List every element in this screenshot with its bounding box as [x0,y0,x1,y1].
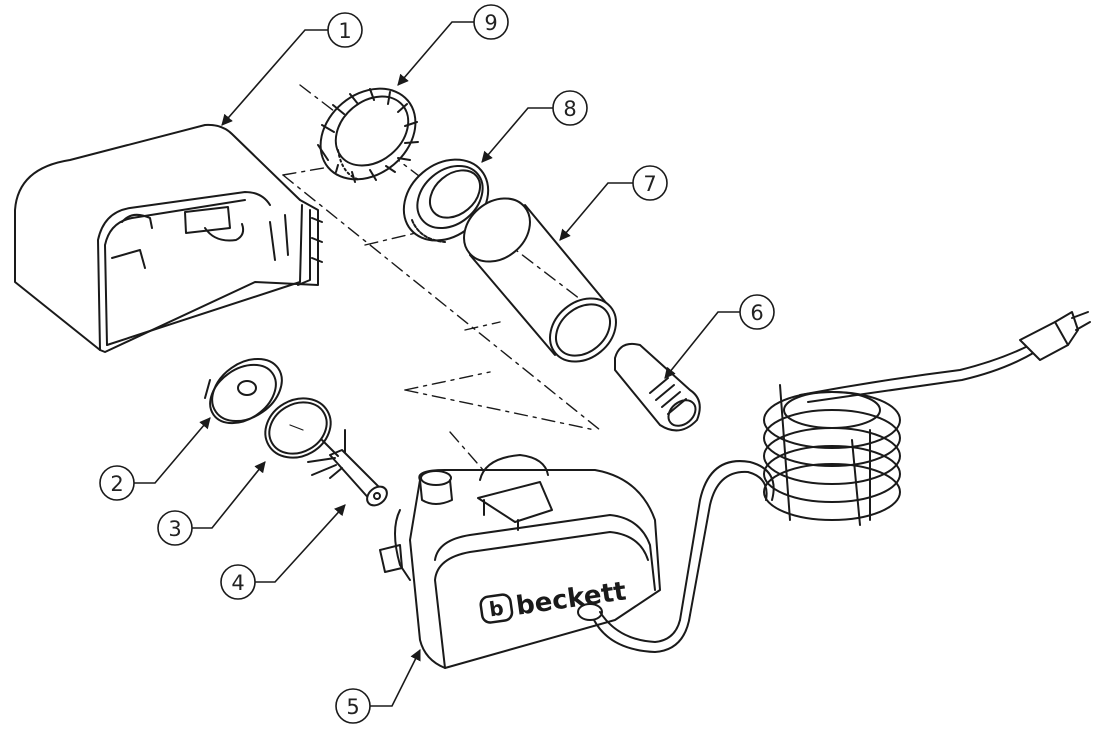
callout-number: 3 [168,517,181,541]
callout-6: 6 [739,294,775,330]
callout-2: 2 [99,465,135,501]
callout-number: 2 [110,472,123,496]
impeller-part [307,429,388,507]
logo-mark: b [488,596,506,622]
leader-8 [481,107,553,163]
callout-number: 9 [484,11,497,35]
gasket-part [264,397,332,459]
lock-nut-part [317,87,419,183]
callout-number: 4 [231,571,244,595]
leader-6 [664,311,740,379]
impeller-cover-part [204,357,283,425]
leader-4 [255,504,346,583]
leader-1 [221,29,328,126]
callout-8: 8 [552,90,588,126]
leader-7 [559,182,633,241]
leader-3 [192,461,266,529]
callout-4: 4 [220,564,256,600]
callout-1: 1 [327,12,363,48]
pump-body-part [379,454,691,669]
callout-3: 3 [157,510,193,546]
leader-9 [397,21,474,86]
power-cord [679,311,1091,621]
callout-number: 5 [346,695,359,719]
callout-number: 8 [563,97,576,121]
callout-7: 7 [632,165,668,201]
callout-9: 9 [473,4,509,40]
leader-2 [134,417,211,484]
tube-part [463,197,617,363]
callout-number: 6 [750,301,763,325]
cover-part [14,123,323,353]
callout-5: 5 [335,688,371,724]
leader-5 [370,648,421,707]
callout-number: 7 [643,172,656,196]
callout-number: 1 [338,19,351,43]
nozzle-part [614,342,701,432]
